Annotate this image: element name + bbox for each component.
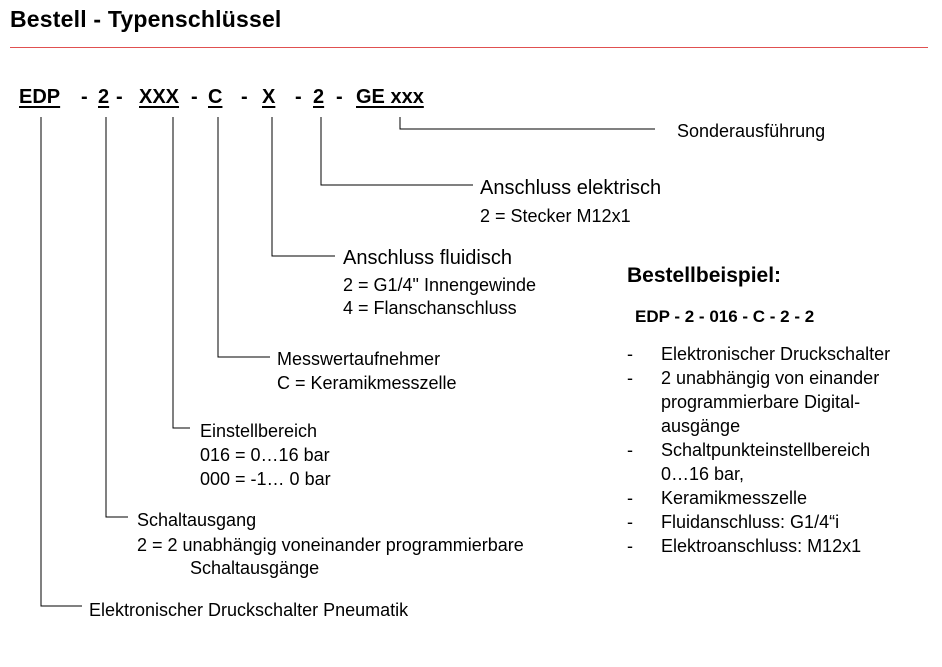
label-schaltausgang: Schaltausgang	[137, 510, 257, 530]
code-segment-schaltausgang: 2	[98, 86, 110, 108]
code-separator: -	[241, 86, 248, 108]
list-item-line: programmierbare Digital-	[661, 392, 861, 412]
list-dash: -	[627, 368, 633, 388]
label-messwertaufnehmer: Messwertaufnehmer	[277, 349, 441, 369]
code-segment-fluidisch: X	[262, 86, 276, 108]
code-segment-elektrisch: 2	[313, 86, 325, 108]
code-segment-edp: EDP	[19, 86, 61, 108]
code-separator: -	[295, 86, 302, 108]
list-dash: -	[627, 536, 633, 556]
label-messwert-option: C = Keramikmesszelle	[277, 373, 457, 393]
label-elektrisch-option: 2 = Stecker M12x1	[480, 206, 631, 226]
code-separator: -	[336, 86, 343, 108]
list-item-line: Schaltpunkteinstellbereich	[661, 440, 871, 460]
list-item: - Keramikmesszelle	[627, 486, 937, 510]
code-segment-messwert: C	[208, 86, 223, 108]
page-title: Bestell - Typenschlüssel	[10, 6, 282, 32]
label-edp: Elektronischer Druckschalter Pneumatik	[89, 600, 409, 620]
code-separator: -	[116, 86, 123, 108]
label-einstell-option: 000 = -1… 0 bar	[200, 469, 331, 489]
list-item-line: Keramikmesszelle	[661, 488, 808, 508]
connector-einstellbereich	[172, 117, 190, 429]
list-dash: -	[627, 344, 633, 364]
label-einstellbereich: Einstellbereich	[200, 421, 318, 441]
list-item-line: 0…16 bar,	[661, 464, 745, 484]
label-fluidisch-option: 2 = G1/4" Innengewinde	[343, 275, 537, 295]
code-segment-einstellbereich: XXX	[139, 86, 180, 108]
example-list: - Elektronischer Druckschalter - 2 unabh…	[627, 342, 937, 558]
list-item: - Elektronischer Druckschalter	[627, 342, 937, 366]
label-schalt-option: Schaltausgänge	[190, 558, 320, 578]
list-item: - Schaltpunkteinstellbereich 0…16 bar,	[627, 438, 937, 486]
list-item: - 2 unabhängig von einander programmierb…	[627, 366, 937, 438]
label-sonderausfuehrung: Sonderausführung	[677, 121, 826, 141]
label-schalt-option: 2 = 2 unabhängig voneinander programmier…	[137, 535, 524, 555]
list-item: - Fluidanschluss: G1/4“i	[627, 510, 937, 534]
connector-elektrisch	[320, 117, 473, 186]
example-code: EDP - 2 - 016 - C - 2 - 2	[635, 307, 815, 326]
list-item: - Elektroanschluss: M12x1	[627, 534, 937, 558]
connector-edp	[40, 117, 82, 607]
list-item-line: ausgänge	[661, 416, 741, 436]
list-dash: -	[627, 512, 633, 532]
list-dash: -	[627, 440, 633, 460]
connector-messwert	[217, 117, 270, 358]
connector-fluidisch	[271, 117, 335, 257]
code-separator: -	[81, 86, 88, 108]
title-divider	[10, 47, 928, 48]
connector-schaltausgang	[105, 117, 128, 518]
list-item-line: Fluidanschluss: G1/4“i	[661, 512, 840, 532]
label-einstell-option: 016 = 0…16 bar	[200, 445, 330, 465]
label-anschluss-elektrisch: Anschluss elektrisch	[480, 177, 662, 199]
list-dash: -	[627, 488, 633, 508]
list-item-line: Elektronischer Druckschalter	[661, 344, 891, 364]
code-separator: -	[191, 86, 198, 108]
example-title: Bestellbeispiel:	[627, 264, 782, 287]
list-item-line: 2 unabhängig von einander	[661, 368, 880, 388]
list-item-line: Elektroanschluss: M12x1	[661, 536, 862, 556]
connector-sonder	[399, 117, 655, 130]
code-segment-sonder: GE xxx	[356, 86, 424, 108]
label-fluidisch-option: 4 = Flanschanschluss	[343, 298, 517, 318]
label-anschluss-fluidisch: Anschluss fluidisch	[343, 247, 512, 269]
